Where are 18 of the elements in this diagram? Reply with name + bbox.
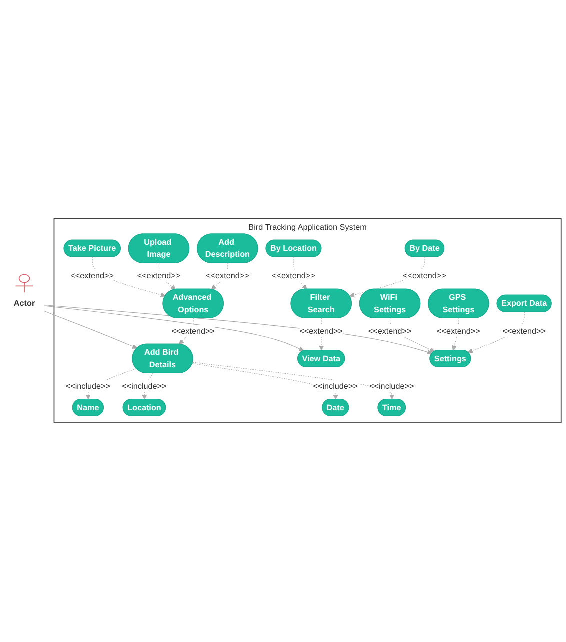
edge-label: <<extend>>	[70, 271, 114, 280]
edge-label: <<include>>	[66, 381, 111, 391]
edge-label: <<extend>>	[206, 271, 250, 280]
edge-label: <<extend>>	[368, 326, 412, 336]
edge-label: <<include>>	[122, 381, 167, 391]
edge-label: <<extend>>	[502, 326, 546, 336]
arrow	[44, 306, 304, 352]
edge-label: <<extend>>	[137, 271, 181, 280]
edge-label: <<include>>	[313, 381, 358, 391]
edge-label: <<extend>>	[272, 271, 316, 280]
edge-label: <<extend>>	[172, 326, 216, 336]
edge-label: <<include>>	[370, 381, 414, 391]
arrow	[192, 362, 395, 400]
edge-label: <<extend>>	[403, 271, 446, 280]
arrow	[44, 311, 138, 349]
edge-label: <<extend>>	[300, 326, 344, 336]
edge-label: <<extend>>	[437, 326, 480, 336]
arrow	[192, 363, 338, 400]
